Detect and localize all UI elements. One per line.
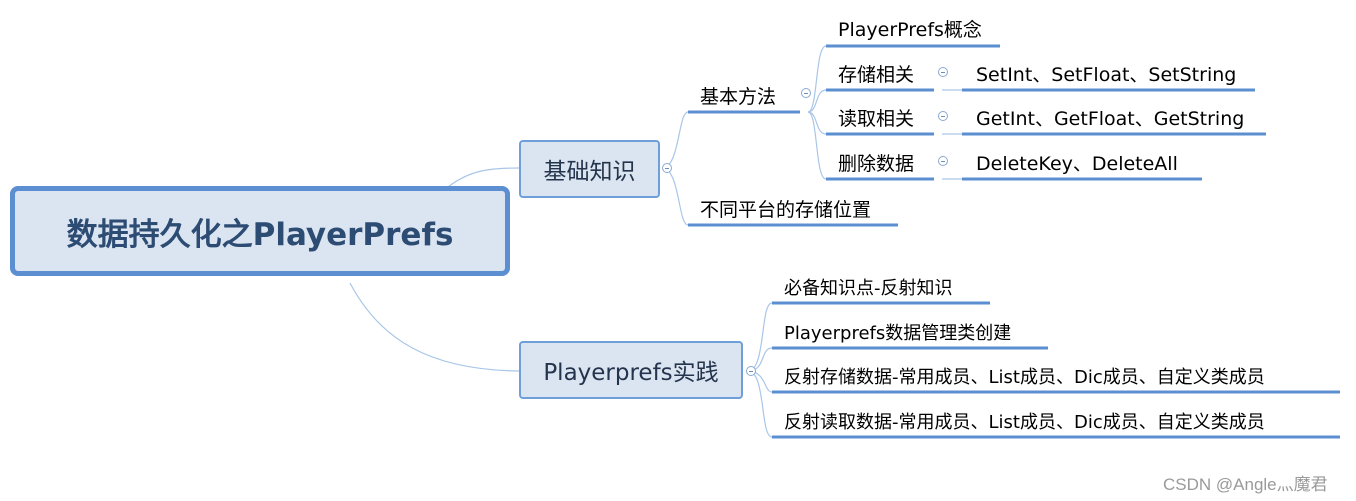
- node-reflection-knowledge[interactable]: 必备知识点-反射知识: [784, 278, 953, 299]
- node-read-detail[interactable]: GetInt、GetFloat、GetString: [976, 108, 1245, 130]
- node-playerprefs-concept[interactable]: PlayerPrefs概念: [838, 19, 982, 41]
- node-delete[interactable]: 删除数据: [838, 153, 915, 175]
- collapse-toggle-icon[interactable]: [662, 163, 672, 173]
- node-delete-detail[interactable]: DeleteKey、DeleteAll: [976, 153, 1178, 175]
- node-platform-storage-location[interactable]: 不同平台的存储位置: [700, 199, 872, 221]
- node-read[interactable]: 读取相关: [838, 108, 915, 130]
- node-basic-methods[interactable]: 基本方法: [700, 86, 777, 108]
- watermark: CSDN @Angle灬魔君: [1163, 475, 1328, 494]
- branch-playerprefs-practice[interactable]: Playerprefs实践: [519, 341, 743, 399]
- node-data-manager-class[interactable]: Playerprefs数据管理类创建: [784, 323, 1012, 344]
- collapse-toggle-icon[interactable]: [938, 156, 948, 166]
- collapse-toggle-icon[interactable]: [938, 67, 948, 77]
- collapse-toggle-icon[interactable]: [801, 88, 811, 98]
- node-reflection-read[interactable]: 反射读取数据-常用成员、List成员、Dic成员、自定义类成员: [784, 412, 1265, 433]
- node-storage-detail[interactable]: SetInt、SetFloat、SetString: [976, 64, 1237, 86]
- root-node[interactable]: 数据持久化之PlayerPrefs: [10, 186, 510, 276]
- collapse-toggle-icon[interactable]: [938, 111, 948, 121]
- node-storage[interactable]: 存储相关: [838, 64, 915, 86]
- collapse-toggle-icon[interactable]: [746, 366, 756, 376]
- branch-basic-knowledge[interactable]: 基础知识: [519, 140, 660, 198]
- node-reflection-store[interactable]: 反射存储数据-常用成员、List成员、Dic成员、自定义类成员: [784, 367, 1265, 388]
